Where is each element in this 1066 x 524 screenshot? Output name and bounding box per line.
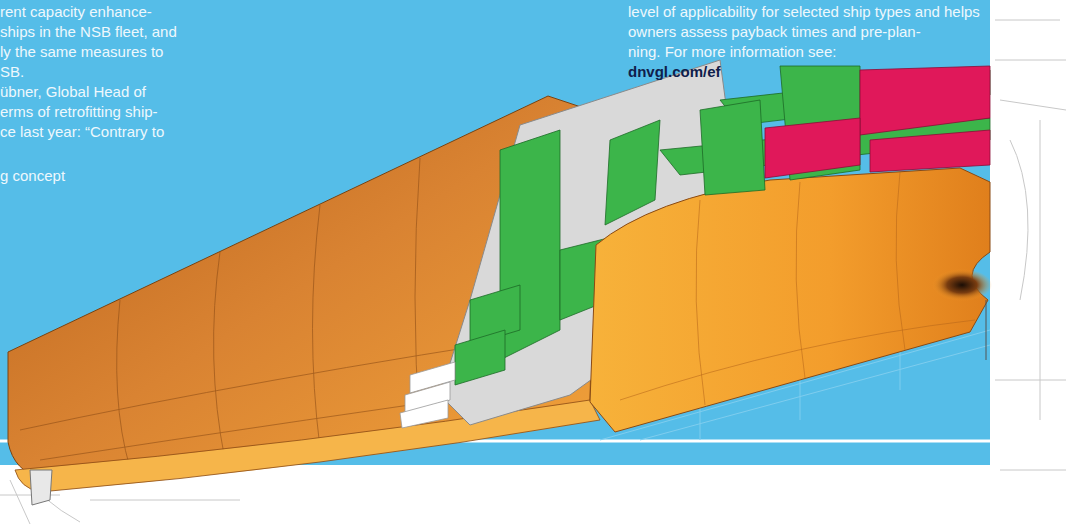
bulbous-bow — [932, 269, 992, 301]
rudder — [30, 470, 52, 505]
body-text: level of applicability for selected ship… — [628, 2, 980, 22]
body-text: ly the same measures to — [0, 42, 163, 62]
body-text: übner, Global Head of — [0, 82, 146, 102]
stem-line — [986, 300, 987, 360]
body-text: ning. For more information see: — [628, 42, 836, 62]
tank-steps — [400, 362, 455, 428]
body-text: owners assess payback times and pre-plan… — [628, 22, 921, 42]
body-text: ce last year: “Contrary to — [0, 122, 164, 142]
body-text: ships in the NSB fleet, and — [0, 22, 177, 42]
bottom-plating — [15, 400, 600, 492]
bow-hull — [590, 168, 990, 432]
longitudinal-girders — [765, 66, 990, 178]
web-link: dnvgl.com/ef — [628, 62, 721, 82]
body-text: rent capacity enhance- — [0, 2, 152, 22]
body-text: g concept — [0, 166, 65, 186]
body-text: SB. — [0, 62, 24, 82]
bow-frame-lines — [620, 172, 975, 405]
body-text: erms of retrofitting ship- — [0, 102, 158, 122]
deck-webs — [660, 66, 990, 195]
